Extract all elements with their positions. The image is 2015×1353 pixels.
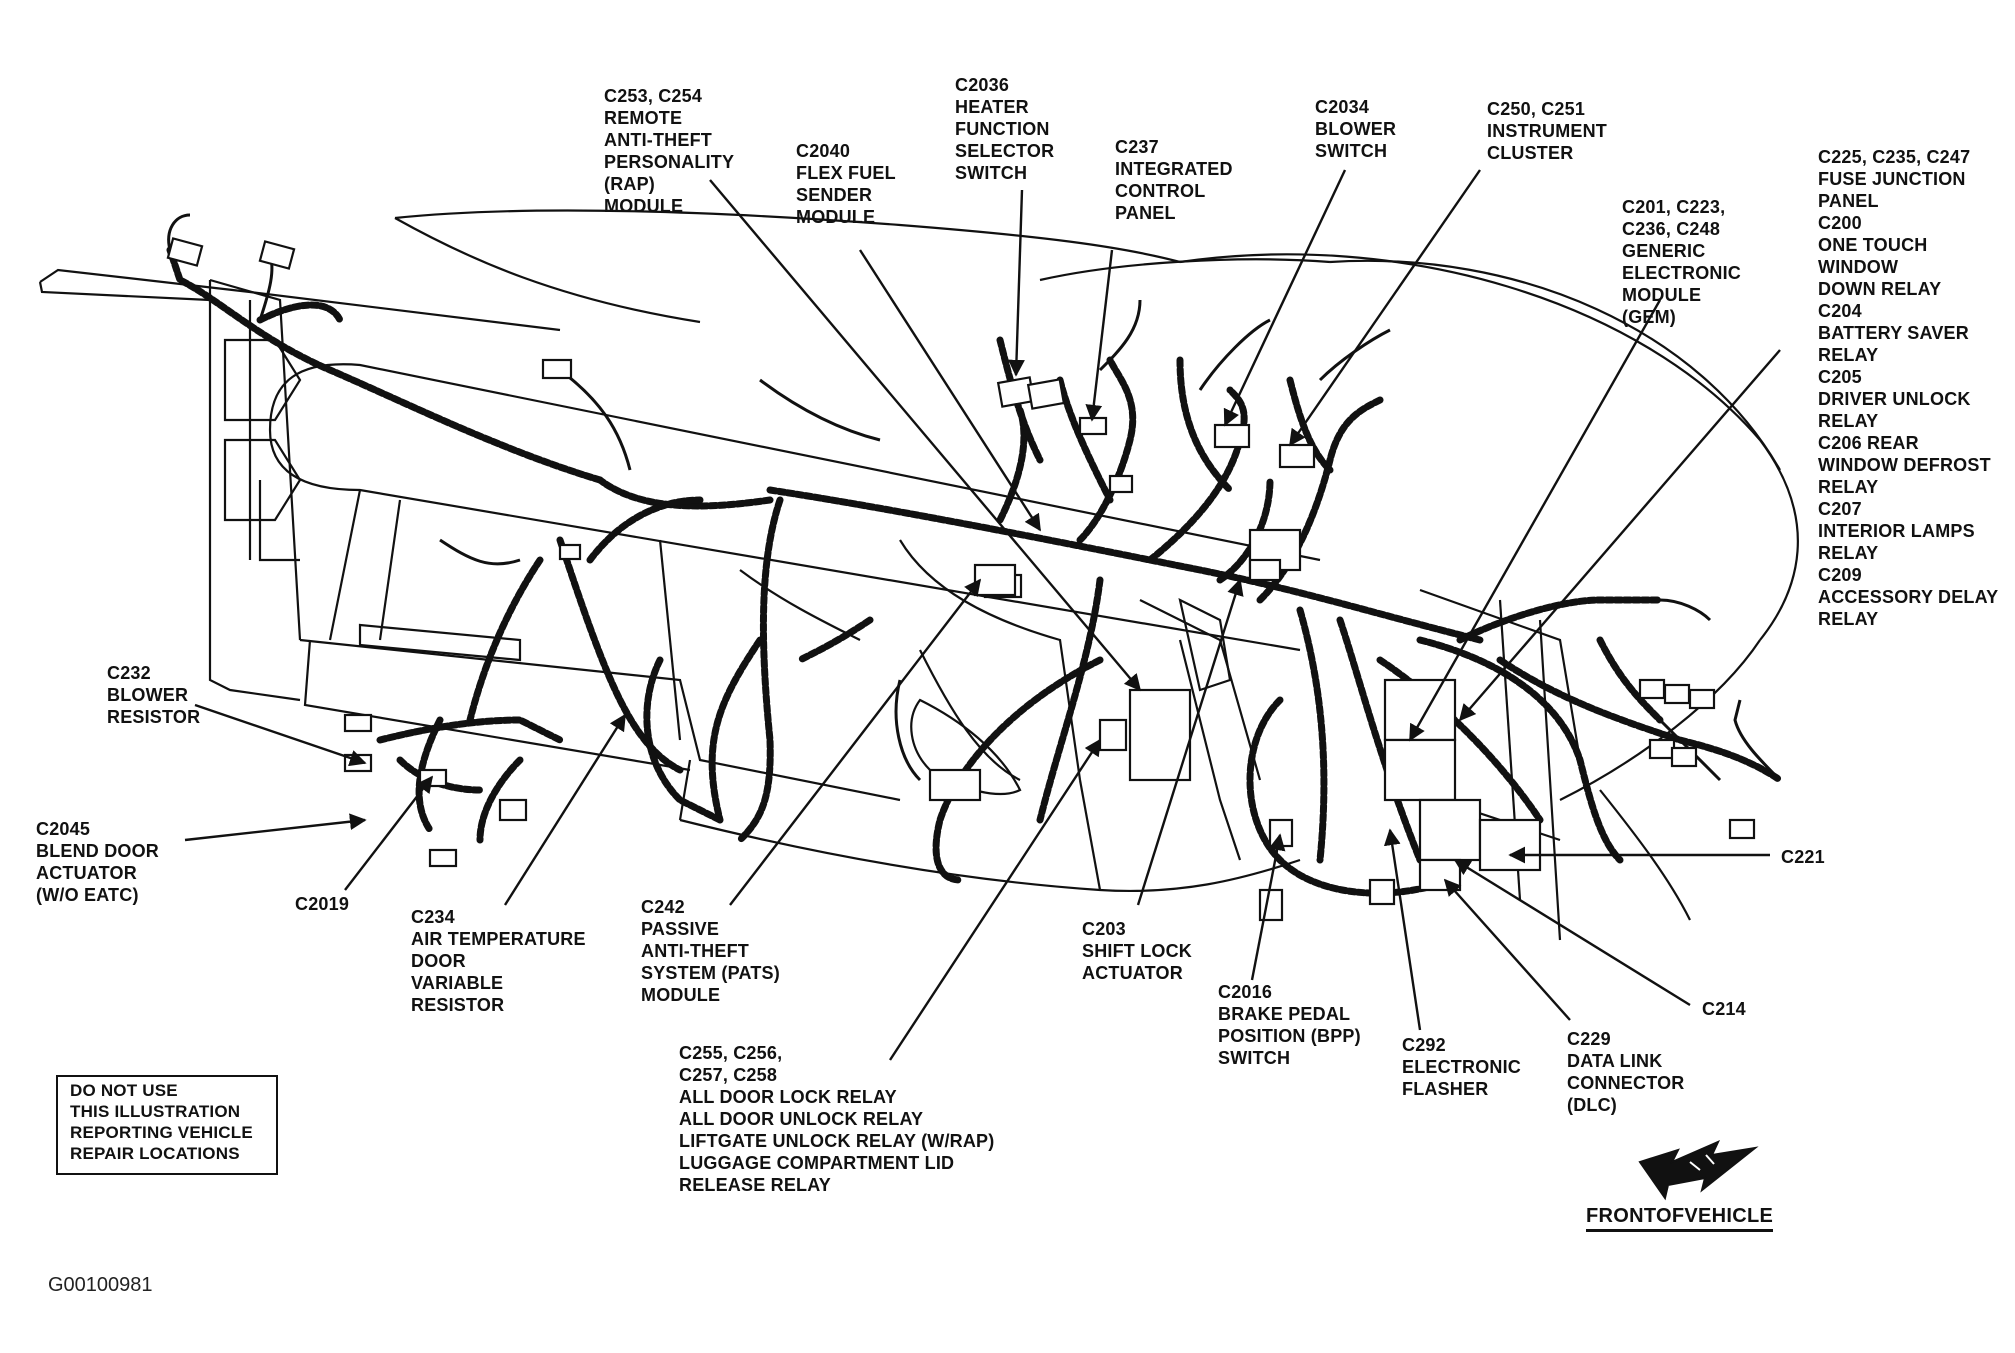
front-of-vehicle-label: FRONTOFVEHICLE	[1586, 1205, 1774, 1232]
disclaimer-line: REPAIR LOCATIONS	[70, 1144, 240, 1163]
figure-id: G00100981	[48, 1274, 153, 1296]
callout-c221: C221	[1781, 847, 1825, 867]
callout-c2019: C2019	[295, 894, 350, 914]
front-of-vehicle-arrow-icon	[1638, 1140, 1759, 1201]
callout-c214: C214	[1702, 999, 1746, 1019]
instrument-panel-frame	[208, 278, 1582, 941]
disclaimer-line: THIS ILLUSTRATION	[70, 1102, 241, 1121]
disclaimer-box: DO NOT USE THIS ILLUSTRATION REPORTING V…	[56, 1075, 278, 1175]
disclaimer-line: REPORTING VEHICLE	[70, 1123, 253, 1142]
callout-leaders	[184, 169, 1781, 1061]
vehicle-body-outline	[38, 209, 1799, 921]
connectors	[166, 237, 1756, 922]
disclaimer-line: DO NOT USE	[70, 1081, 178, 1100]
main-wiring-harness	[166, 246, 1784, 897]
branch-wires	[167, 213, 1782, 782]
